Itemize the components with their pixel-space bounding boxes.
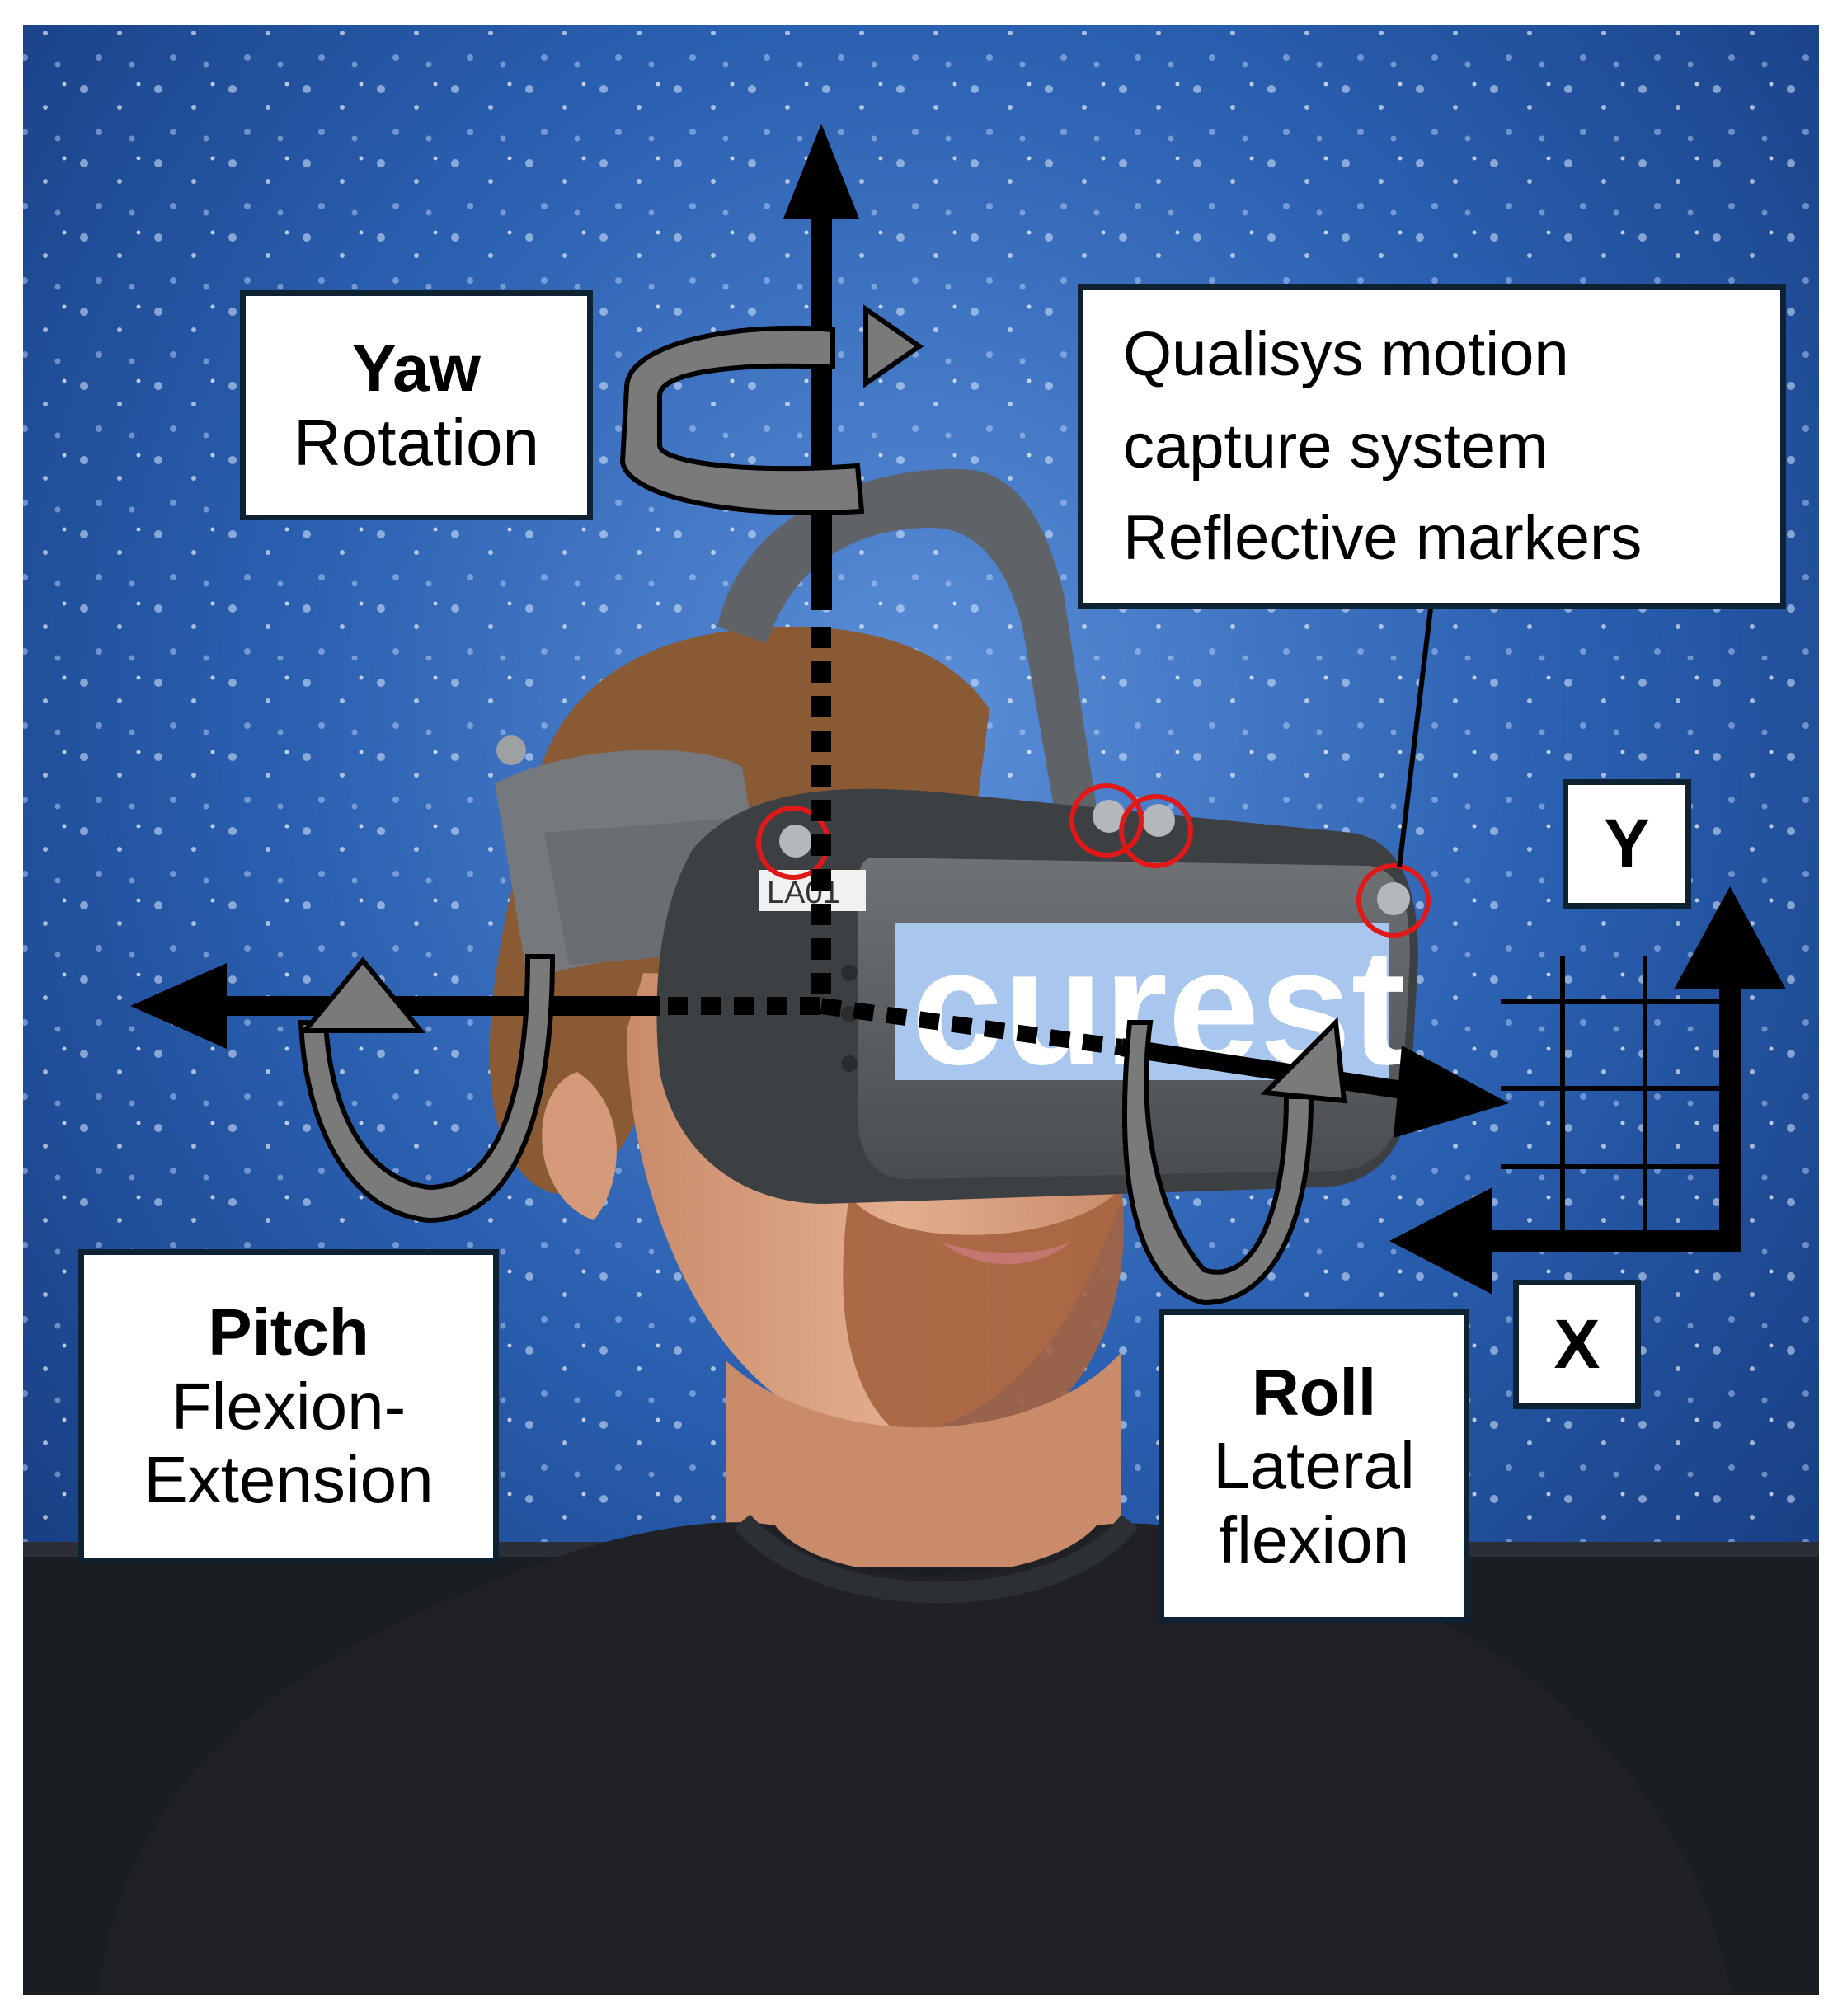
yaw-rotation-band [619,325,865,515]
beard [843,1187,1125,1452]
marker-highlight-circle [1119,794,1193,868]
roll-rotation-band [1122,1020,1314,1306]
yaw-axis-arrowhead [783,124,859,219]
yaw-rotation-arrowhead [863,304,924,388]
qualisys-leader-line [1397,608,1433,868]
roll-label-box: Roll Lateral flexion [1159,1309,1469,1623]
shirt-collar [734,1514,1139,1604]
roll-title: Roll [1251,1355,1377,1429]
roll-subtitle-line2: flexion [1218,1502,1410,1577]
qualisys-line3: Reflective markers [1123,503,1643,574]
reflective-marker [1377,882,1410,915]
roll-subtitle-line1: Lateral [1213,1429,1415,1503]
ear [542,1072,617,1220]
x-axis-arrowhead [1389,1187,1492,1295]
reflective-marker [1093,800,1126,833]
neck [726,1352,1121,1567]
roll-axis-dotted [820,998,1123,1055]
roll-axis-arrowhead [1394,1046,1509,1138]
pitch-axis-arrowhead [130,963,227,1049]
reflective-marker [779,825,812,858]
yaw-label-box: Yaw Rotation [240,290,593,520]
headset-button [841,1055,858,1072]
y-axis-arrowhead [1674,886,1786,989]
y-axis-label: Y [1603,805,1651,882]
qualisys-label-box: Qualisys motion capture system Reflectiv… [1078,284,1786,609]
mouth [940,1241,1072,1265]
roll-axis-solid [1120,1038,1420,1102]
headset-button [841,965,858,981]
x-axis-label: X [1553,1305,1600,1383]
yaw-subtitle: Rotation [294,405,539,479]
pitch-title: Pitch [208,1295,369,1370]
marker-highlight-circle [1356,863,1431,938]
roll-rotation-arrowhead [1260,1017,1347,1104]
pitch-subtitle-line1: Flexion- [171,1369,407,1443]
pitch-subtitle-line2: Extension [143,1443,434,1517]
qualisys-line1: Qualisys motion [1123,318,1569,389]
qualisys-line2: capture system [1123,411,1549,482]
coordinate-grid [1501,956,1732,1237]
yaw-title: Yaw [352,331,481,405]
shirt [99,1522,1732,1995]
pitch-rotation-band [298,954,556,1224]
x-axis-label-box: X [1513,1280,1641,1409]
reflective-marker [1142,804,1175,837]
pitch-rotation-arrowhead [299,956,426,1033]
marker-highlight-circle [1069,783,1144,858]
y-axis-label-box: Y [1563,779,1691,909]
pitch-label-box: Pitch Flexion- Extension [78,1249,499,1563]
reflective-marker [496,735,526,765]
